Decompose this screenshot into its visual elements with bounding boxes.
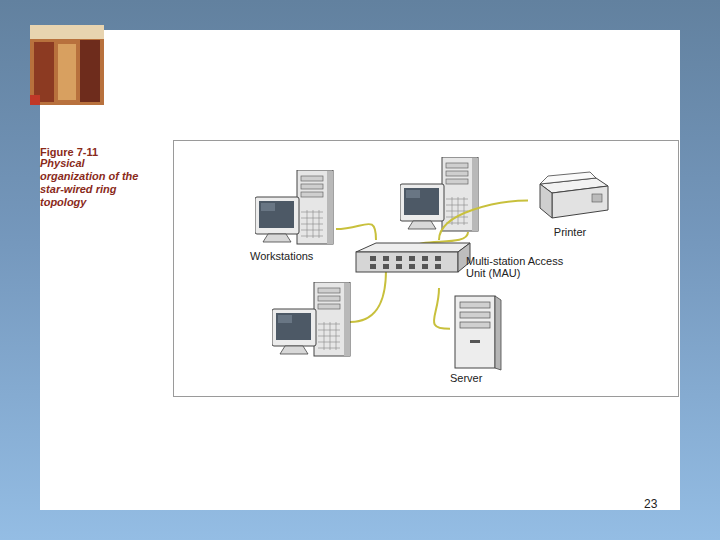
figure-number: Figure 7-11 (40, 146, 98, 158)
figure-frame (174, 141, 679, 397)
mau-device (356, 243, 470, 272)
network-cable (336, 224, 376, 240)
server-device (455, 296, 501, 370)
book-photo (30, 25, 104, 105)
server-node: Server (450, 292, 508, 384)
node-label: Workstations (250, 250, 313, 262)
workstation (400, 157, 478, 231)
mau-node: Multi-station Access Unit (MAU) (355, 240, 565, 288)
workstation (272, 282, 350, 356)
node-label: Multi-station Access Unit (MAU) (466, 255, 566, 279)
figure-caption: Physical organization of the star-wired … (40, 157, 152, 209)
printer-device (540, 172, 608, 218)
network-cable (439, 201, 528, 240)
page-number: 23 (644, 497, 657, 511)
node-label: Printer (554, 226, 586, 238)
workstation-node: Workstations (250, 168, 336, 262)
workstation (255, 170, 333, 244)
network-cable (434, 288, 450, 329)
printer-node: Printer (528, 170, 612, 238)
node-label: Server (450, 372, 482, 384)
